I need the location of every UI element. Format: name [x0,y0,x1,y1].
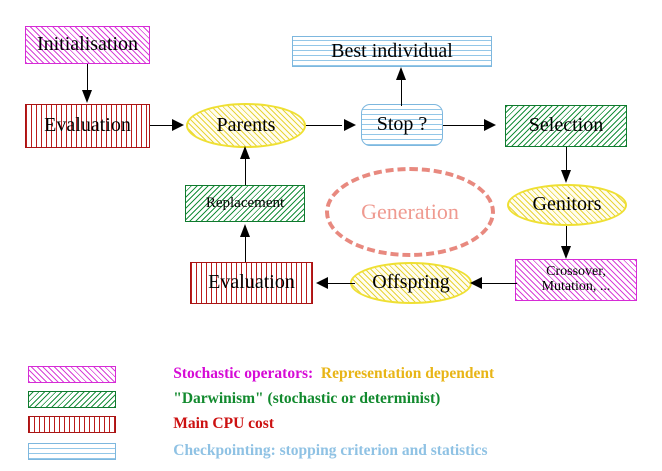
edge-evaluation-parents-line [150,125,174,127]
legend-row-checkpointing: Checkpointing: stopping criterion and st… [28,424,488,471]
node-generation: Generation [325,167,495,257]
legend-primary-cpu-cost: Main CPU cost [173,415,274,432]
node-crossover-mutation-label: Crossover, Mutation, ... [541,264,611,294]
node-stop-label: Stop ? [376,113,428,136]
edge-crossover-offspring-line [481,283,517,285]
edge-initialisation-evaluation-line [87,64,89,92]
legend-text-darwinism: "Darwinism" (stochastic or determinist) [150,372,440,426]
legend-swatch-green-icon [28,390,116,408]
legend-primary-stochastic: Stochastic operators: [173,365,314,382]
node-parents[interactable]: Parents [186,103,306,148]
edge-stop-selection-line [443,125,485,127]
node-evaluation-bottom[interactable]: Evaluation [190,262,313,304]
edge-replacement-parents-arrowhead [240,146,250,159]
node-selection[interactable]: Selection [505,105,627,147]
node-initialisation-label: Initialisation [36,33,139,56]
node-stop[interactable]: Stop ? [361,104,443,146]
node-replacement[interactable]: Replacement [185,185,305,222]
edge-offspring-evaluation-line [327,283,355,285]
node-best-individual[interactable]: Best individual [292,36,492,67]
legend-primary-checkpointing: Checkpointing: stopping criterion and st… [173,442,488,459]
edge-replacement-parents-line [245,155,247,185]
edge-stop-best-individual-line [401,72,403,106]
edge-parents-stop-arrowhead [344,119,356,131]
edge-offspring-evaluation-arrowhead [316,277,328,289]
node-parents-label: Parents [216,113,276,136]
legend-swatch-magenta-icon [28,365,116,383]
edge-evaluation-parents-arrowhead [172,119,184,131]
legend-row-stochastic-operators: Stochastic operators: Representation dep… [28,347,494,401]
node-initialisation[interactable]: Initialisation [25,26,150,64]
legend-row-darwinism: "Darwinism" (stochastic or determinist) [28,372,440,426]
edge-selection-genitors-arrowhead [561,170,571,183]
node-generation-label: Generation [361,199,459,224]
legend-text-checkpointing: Checkpointing: stopping criterion and st… [150,424,488,471]
edge-stop-best-individual-arrowhead [396,67,406,80]
node-evaluation-bottom-label: Evaluation [208,271,295,294]
legend-text-main-cpu-cost: Main CPU cost [150,397,274,451]
legend-text-stochastic-operators: Stochastic operators: Representation dep… [150,347,494,401]
edge-evaluation-replacement-arrowhead [240,224,250,237]
node-evaluation-top-label: Evaluation [44,114,131,137]
edge-genitors-crossover-line [566,226,568,248]
node-evaluation-top[interactable]: Evaluation [25,104,150,148]
edge-initialisation-evaluation-arrowhead [82,90,92,103]
node-offspring-label: Offspring [372,271,450,294]
legend-secondary-representation: Representation dependent [320,365,495,382]
node-crossover-mutation[interactable]: Crossover, Mutation, ... [515,259,637,301]
node-genitors[interactable]: Genitors [507,184,627,226]
node-genitors-label: Genitors [532,193,602,216]
legend-swatch-red-icon [28,415,116,433]
node-replacement-label: Replacement [205,194,285,211]
edge-genitors-crossover-arrowhead [561,246,571,259]
node-best-individual-label: Best individual [331,39,453,62]
legend-row-main-cpu-cost: Main CPU cost [28,397,274,451]
edge-crossover-offspring-arrowhead [470,277,482,289]
edge-selection-genitors-line [566,147,568,173]
edge-stop-selection-arrowhead [484,119,496,131]
legend-swatch-blue-icon [28,442,116,460]
legend-primary-darwinism: "Darwinism" (stochastic or determinist) [173,390,441,407]
edge-parents-stop-line [306,125,342,127]
edge-evaluation-replacement-line [245,236,247,262]
node-selection-label: Selection [528,114,604,137]
node-offspring[interactable]: Offspring [350,262,472,304]
